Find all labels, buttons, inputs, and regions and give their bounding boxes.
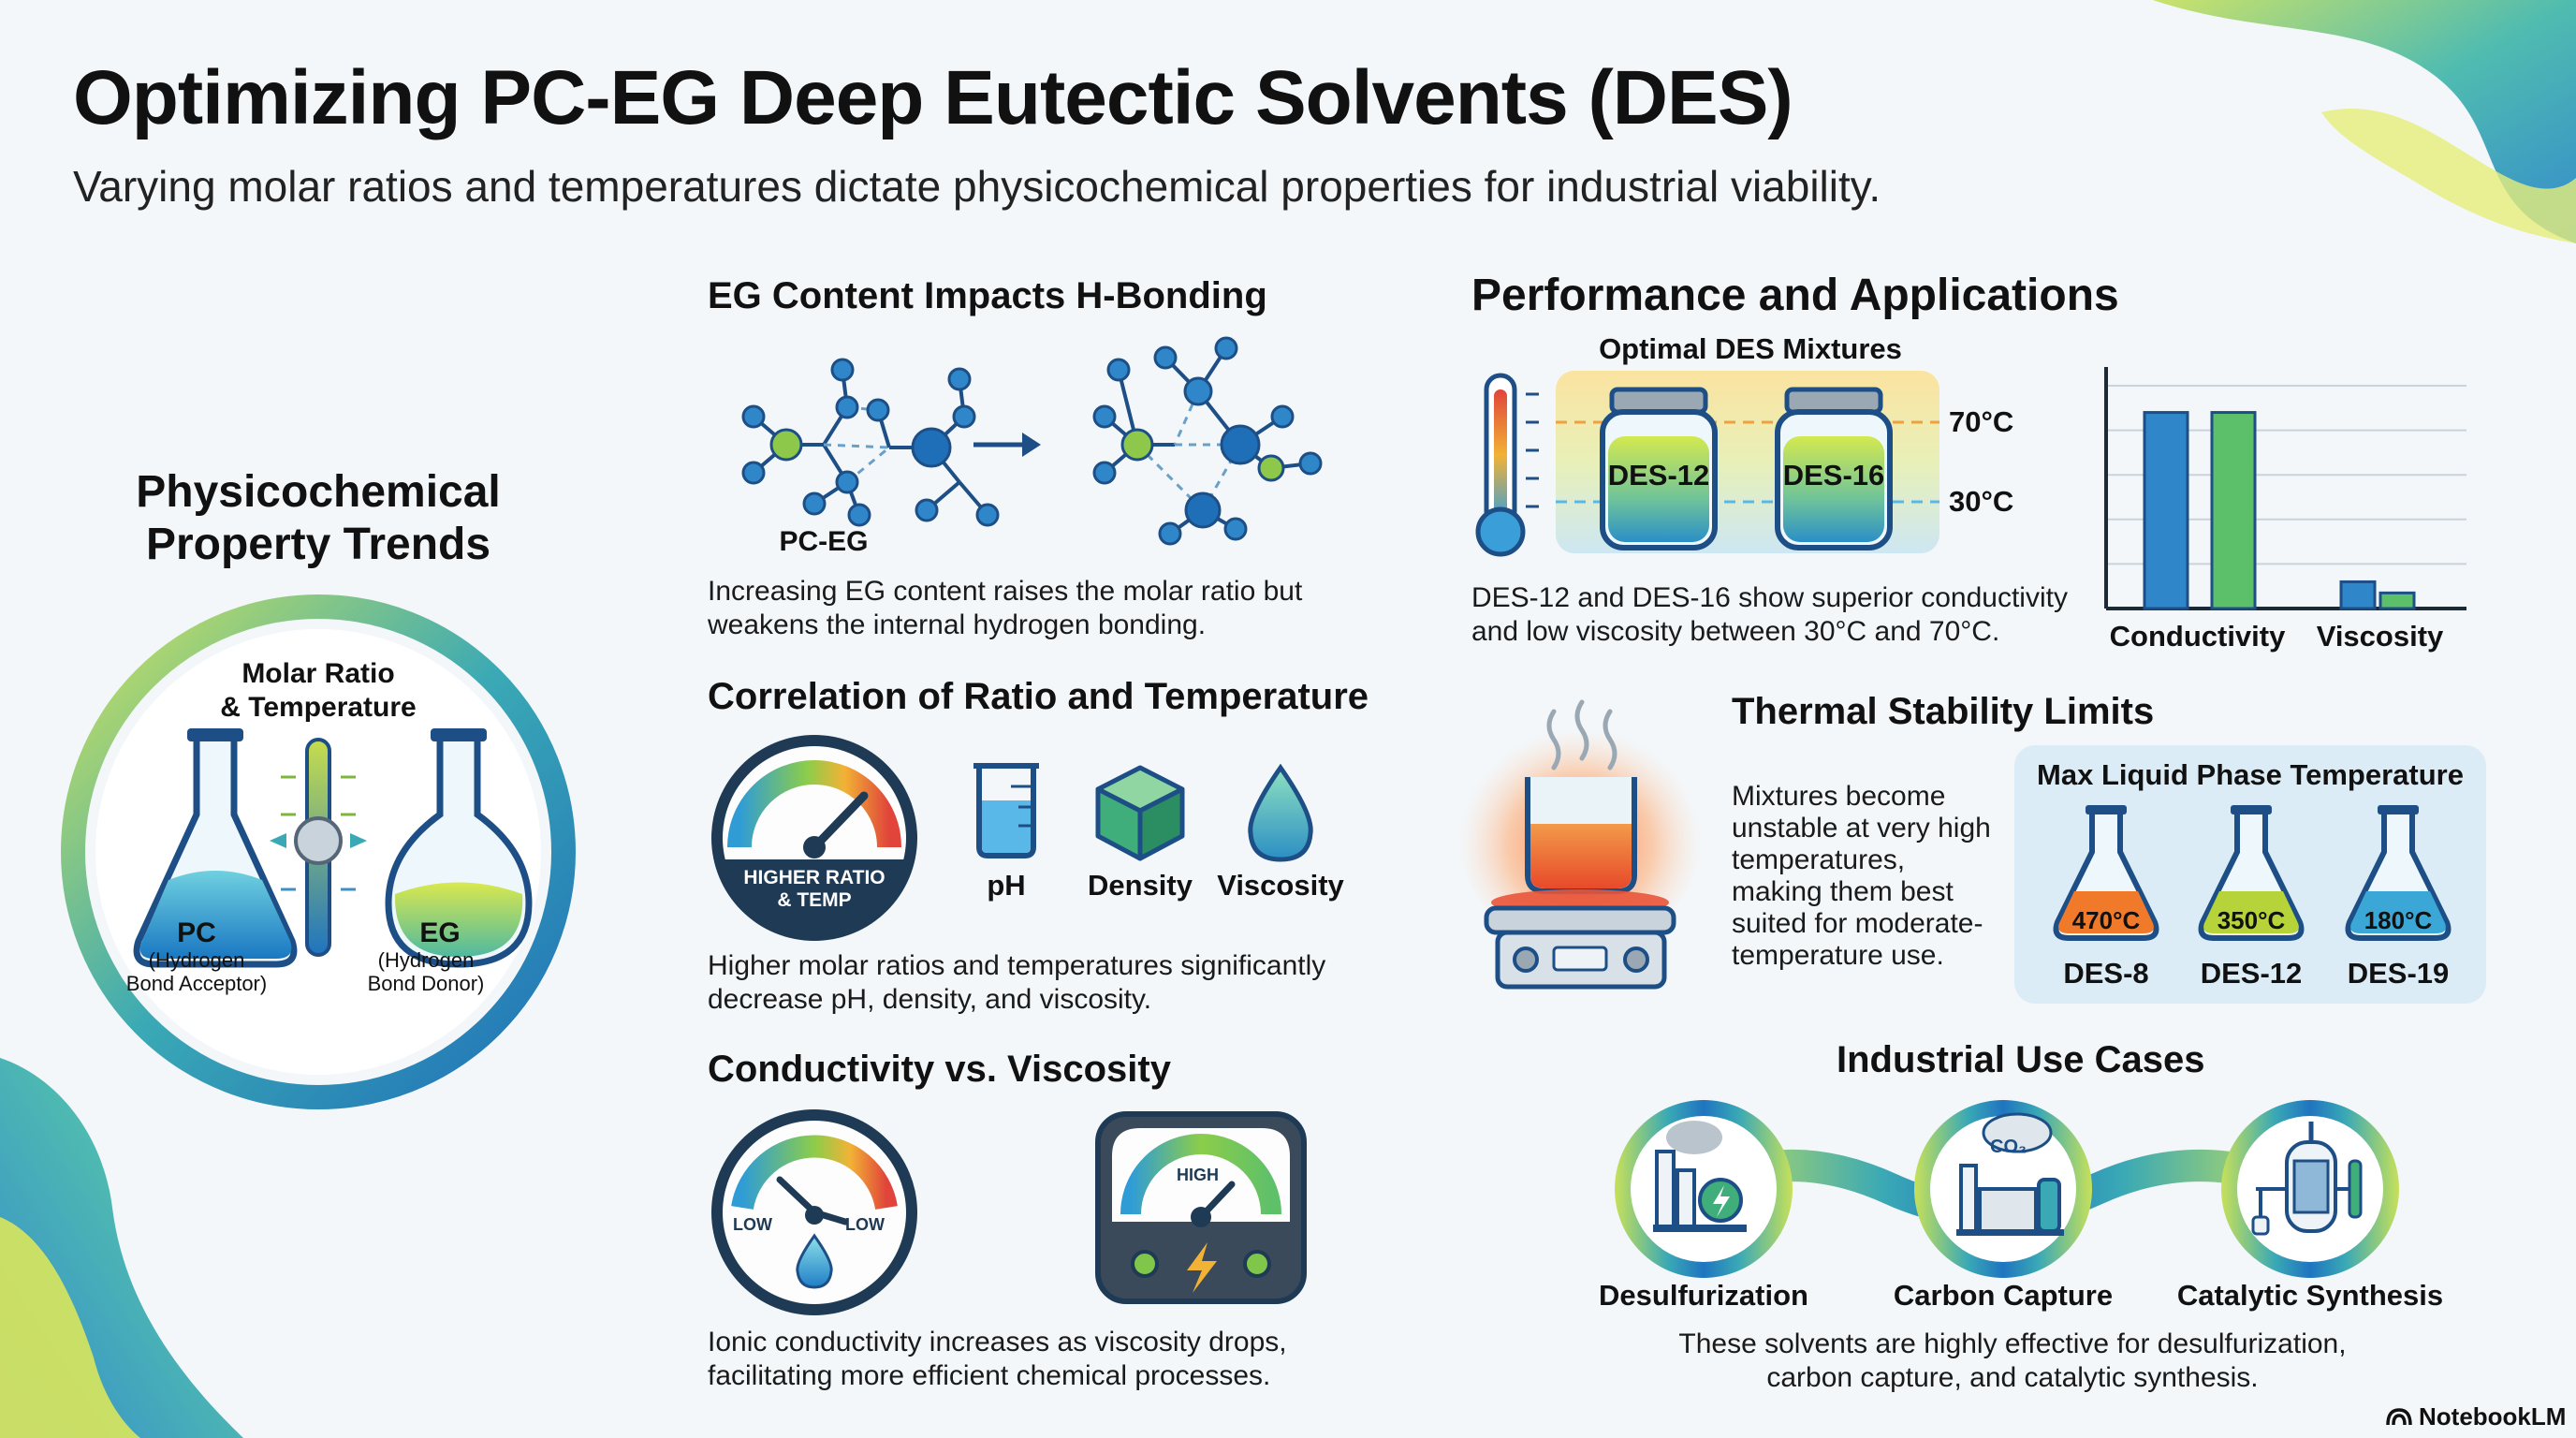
- performance-title: Performance and Applications: [1471, 271, 2119, 320]
- ph-label: pH: [987, 869, 1026, 902]
- hbond-molecule-diagram: [741, 336, 1323, 546]
- case-catalytic-synthesis: Catalytic Synthesis: [2176, 1279, 2444, 1312]
- molecule-label: PC-EG: [779, 526, 869, 557]
- correlation-description: Higher molar ratios and temperatures sig…: [708, 950, 1326, 1015]
- circle-title: Molar Ratio & Temperature: [220, 658, 417, 723]
- correlation-title: Correlation of Ratio and Temperature: [708, 676, 1369, 717]
- bar-conductivity-2: [2210, 411, 2257, 610]
- viscosity-label: Viscosity: [1217, 869, 1344, 902]
- conductivity-gauge: [711, 1109, 917, 1315]
- gauge2-high: HIGH: [1177, 1166, 1219, 1184]
- chart-category-conductivity: Conductivity: [2109, 620, 2286, 653]
- mixtures-title: Optimal DES Mixtures: [1599, 332, 1902, 365]
- page-subtitle: Varying molar ratios and temperatures di…: [73, 162, 1881, 211]
- density-label: Density: [1088, 869, 1193, 902]
- co2-label: CO₂: [1990, 1137, 2027, 1157]
- cond-visc-description: Ionic conductivity increases as viscosit…: [708, 1327, 1287, 1391]
- hbond-title: EG Content Impacts H-Bonding: [708, 275, 1267, 316]
- drop-icon: [1248, 763, 1313, 862]
- trends-title: Physicochemical Property Trends: [136, 467, 501, 569]
- case-carbon-capture: Carbon Capture: [1893, 1279, 2114, 1312]
- chart-category-viscosity: Viscosity: [2316, 620, 2444, 653]
- flask-des-8-name: DES-8: [2063, 957, 2149, 990]
- gauge1-low-right: LOW: [845, 1215, 885, 1234]
- flask-des-19: [2345, 805, 2452, 941]
- max-liquid-title: Max Liquid Phase Temperature: [2037, 758, 2464, 791]
- flask-des-8: [2053, 805, 2159, 941]
- cond-visc-title: Conductivity vs. Viscosity: [708, 1049, 1171, 1090]
- industrial-use-cases-chain: [1615, 1100, 2399, 1278]
- gauge1-low-left: LOW: [733, 1215, 772, 1234]
- flask-des-12-name: DES-12: [2200, 957, 2303, 990]
- temp-high-label: 70°C: [1949, 405, 2014, 438]
- industrial-description: These solvents are highly effective for …: [1678, 1328, 2347, 1393]
- bar-conductivity-1: [2143, 411, 2189, 610]
- bar-viscosity-1: [2339, 580, 2377, 610]
- jar1-label: DES-12: [1607, 459, 1710, 492]
- flask-des-19-name: DES-19: [2347, 957, 2450, 990]
- flask-des-8-temp: 470°C: [2071, 906, 2141, 934]
- conductivity-viscosity-bar-chart: [2104, 367, 2466, 610]
- molar-ratio-circle: [61, 594, 576, 1109]
- brand-name: NotebookLM: [2419, 1402, 2567, 1431]
- pc-label: PC: [177, 917, 216, 948]
- jar2-label: DES-16: [1782, 459, 1885, 492]
- beaker-icon: [973, 763, 1039, 858]
- viscosity-meter: [1095, 1111, 1307, 1304]
- eg-label: EG: [419, 917, 461, 948]
- ratio-temp-gauge: [711, 735, 917, 941]
- page-title: Optimizing PC-EG Deep Eutectic Solvents …: [73, 55, 1793, 140]
- des-mixtures-illustration: [1475, 371, 1939, 557]
- case-desulfurization: Desulfurization: [1599, 1279, 1808, 1312]
- bar-viscosity-2: [2378, 591, 2416, 610]
- gauge-label: HIGHER RATIO& TEMP: [743, 867, 886, 911]
- thermal-title: Thermal Stability Limits: [1732, 691, 2155, 732]
- industrial-title: Industrial Use Cases: [1837, 1039, 2205, 1080]
- flask-des-12-temp: 350°C: [2217, 906, 2286, 934]
- hbond-description: Increasing EG content raises the molar r…: [708, 576, 1303, 640]
- notebooklm-logo-icon: [2386, 1408, 2412, 1426]
- flask-des-19-temp: 180°C: [2364, 906, 2433, 934]
- temp-low-label: 30°C: [1949, 485, 2014, 518]
- performance-description: DES-12 and DES-16 show superior conducti…: [1471, 582, 2068, 647]
- flask-des-12: [2198, 805, 2305, 941]
- cube-icon: [1095, 765, 1185, 861]
- hotplate-illustration: [1458, 699, 1702, 990]
